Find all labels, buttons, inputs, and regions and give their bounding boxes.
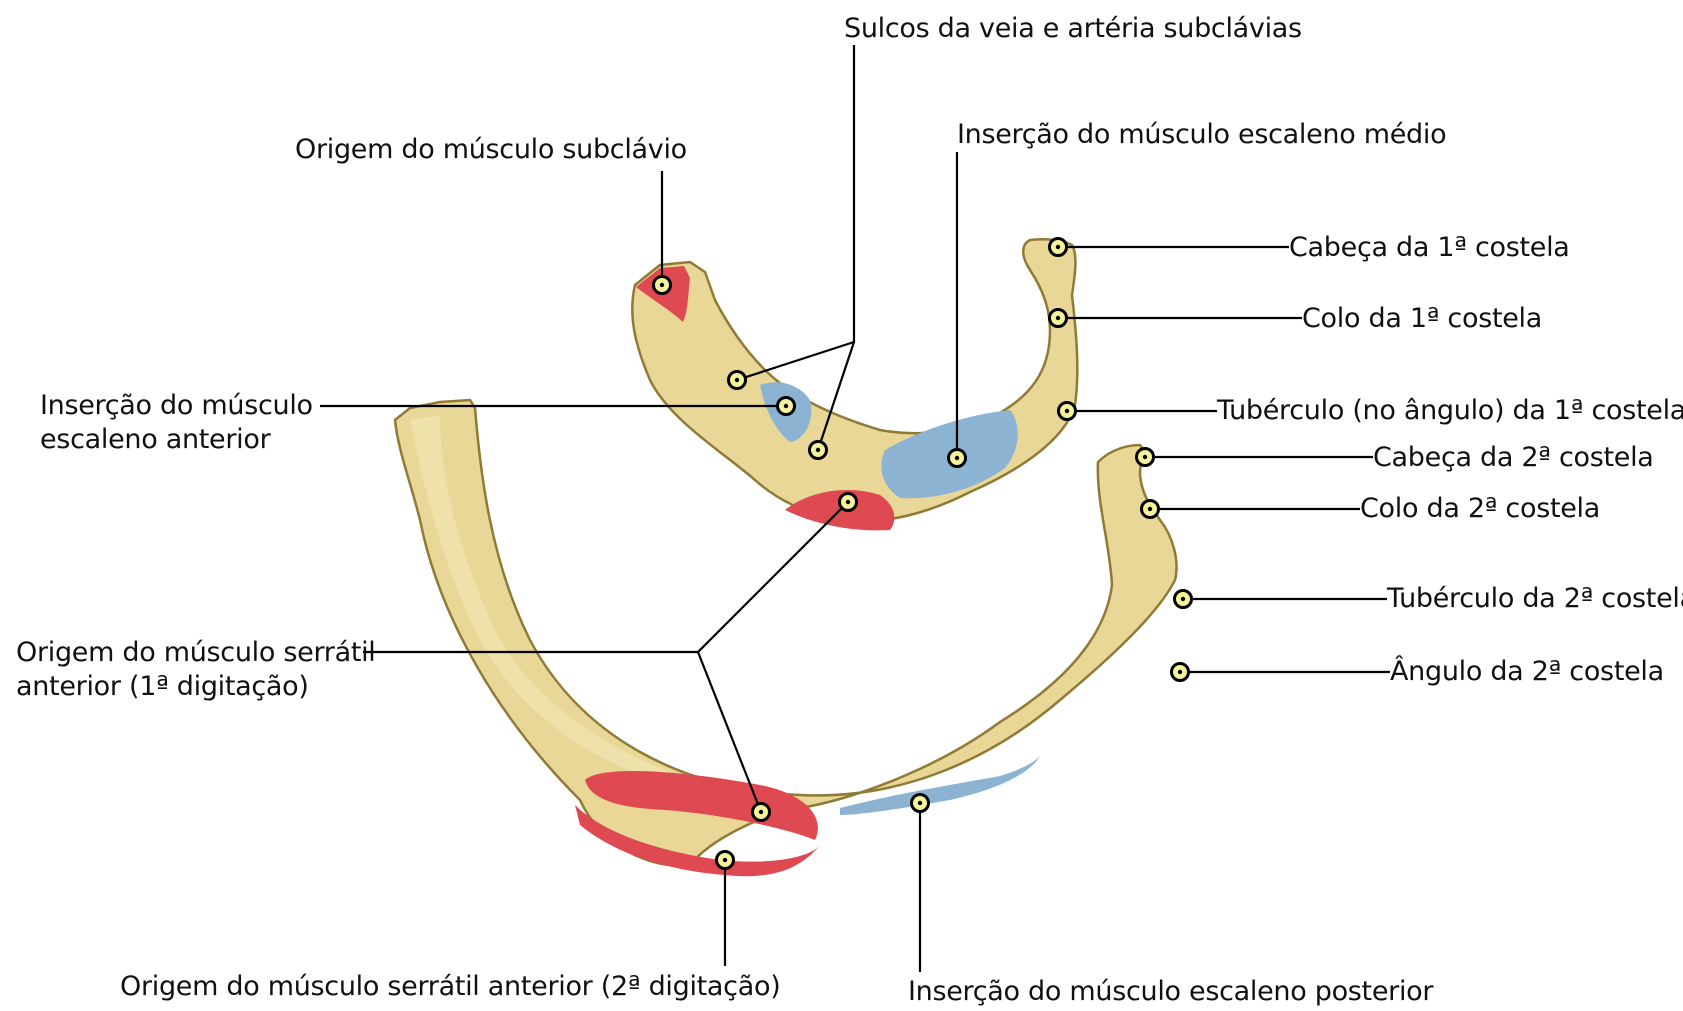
label-origem-serratil-1-digitacao: Origem do músculo serrátil anterior (1ª … — [16, 636, 376, 704]
label-sulcos-veia-arteria-subclavias: Sulcos da veia e artéria subclávias — [844, 12, 1302, 46]
marker-scalenus-anterior — [778, 398, 795, 415]
label-cabeca-2-costela: Cabeça da 2ª costela — [1373, 441, 1654, 475]
marker-colo-2 — [1142, 501, 1159, 518]
marker-tuberculo-2 — [1175, 591, 1192, 608]
marker-serratil-2 — [717, 852, 734, 869]
label-cabeca-1-costela: Cabeça da 1ª costela — [1289, 231, 1570, 265]
marker-scalenus-medius — [949, 450, 966, 467]
marker-scalenus-posterior — [912, 795, 929, 812]
label-insercao-escaleno-medio: Inserção do músculo escaleno médio — [957, 118, 1446, 152]
label-angulo-2-costela: Ângulo da 2ª costela — [1390, 655, 1664, 689]
marker-tuberculo-1 — [1059, 403, 1076, 420]
label-origem-musculo-subclavio: Origem do músculo subclávio — [295, 133, 687, 167]
label-insercao-escaleno-posterior: Inserção do músculo escaleno posterior — [908, 975, 1433, 1009]
marker-cabeca-1 — [1050, 239, 1067, 256]
label-tuberculo-1-costela: Tubérculo (no ângulo) da 1ª costela — [1217, 394, 1683, 428]
label-tuberculo-2-costela: Tubérculo da 2ª costela — [1387, 582, 1683, 616]
leader-sulcos-a — [737, 45, 854, 380]
marker-angulo-2 — [1172, 664, 1189, 681]
leader-serratil-1-up — [698, 502, 848, 652]
label-origem-serratil-2-digitacao: Origem do músculo serrátil anterior (2ª … — [120, 970, 780, 1004]
label-colo-1-costela: Colo da 1ª costela — [1302, 302, 1542, 336]
marker-sulco-veia — [729, 372, 746, 389]
marker-colo-1 — [1050, 310, 1067, 327]
label-insercao-escaleno-anterior: Inserção do músculo escaleno anterior — [40, 389, 313, 457]
marker-cabeca-2 — [1137, 449, 1154, 466]
label-colo-2-costela: Colo da 2ª costela — [1360, 492, 1600, 526]
marker-serratil-1 — [753, 804, 770, 821]
marker-serratil-first-rib — [840, 494, 857, 511]
marker-sulco-arteria — [810, 442, 827, 459]
marker-subclavius-origin — [654, 277, 671, 294]
